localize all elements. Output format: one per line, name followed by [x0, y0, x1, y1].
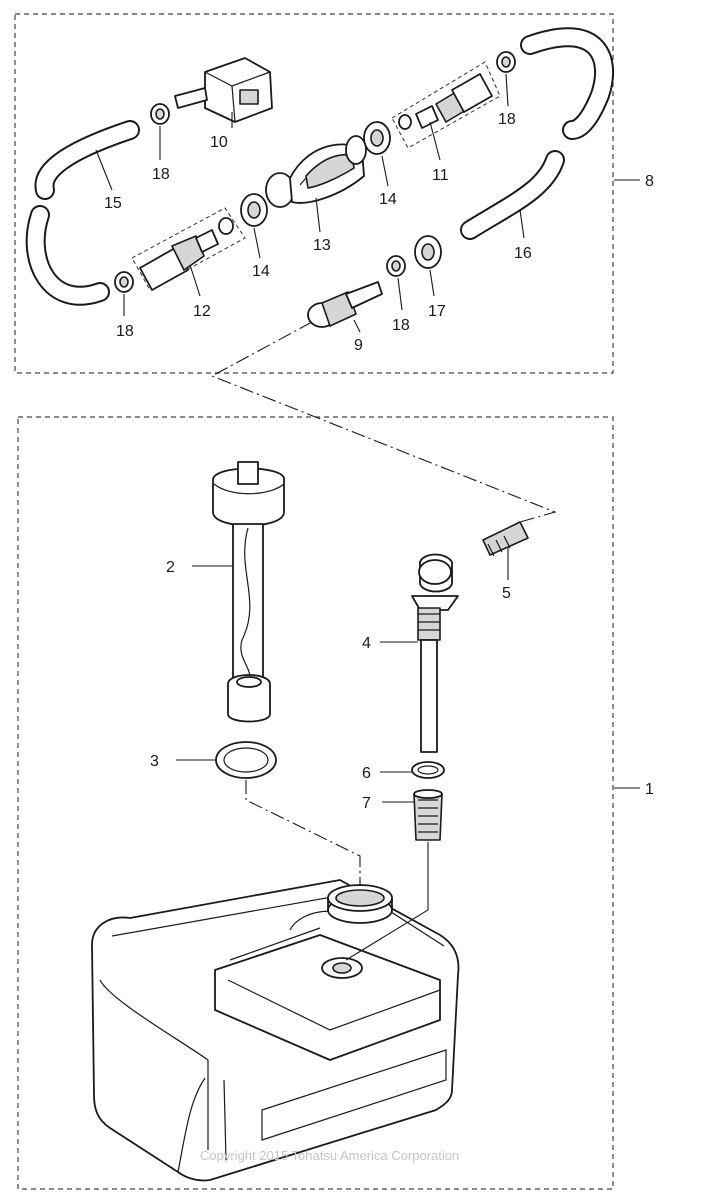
fuel-connector-10 [174, 57, 273, 123]
pickup-to-tank-line [345, 842, 429, 961]
callout-3: 3 [150, 753, 159, 770]
tank-filler-neck [327, 884, 393, 924]
leader-lines-top [95, 73, 640, 333]
gauge-to-tank-line [245, 780, 361, 886]
washer-14-left [240, 193, 268, 227]
fuel-gauge-2 [212, 461, 285, 723]
callout-10: 10 [210, 134, 228, 151]
callout-15: 15 [104, 195, 122, 212]
hose-clamp-18-a [150, 103, 170, 125]
hose-clamp-18-b [114, 271, 134, 293]
hose-fitting-9 [307, 281, 383, 328]
fuel-line-assembly-frame [14, 13, 614, 374]
callout-18b: 18 [116, 323, 134, 340]
fuel-filter-7 [413, 789, 443, 841]
callout-7: 7 [362, 795, 371, 812]
hose-fitting-17 [414, 235, 442, 269]
callout-14b: 14 [379, 191, 397, 208]
callout-6: 6 [362, 765, 371, 782]
fuel-tank [91, 879, 460, 1182]
copyright-notice: Copyright 2015 Tohatsu America Corporati… [200, 1148, 459, 1163]
callout-16: 16 [514, 245, 532, 262]
callout-11: 11 [432, 167, 449, 184]
gasket-3 [215, 741, 277, 779]
washer-14-right [363, 121, 391, 155]
callout-2: 2 [166, 559, 175, 576]
hose-clamp-18-d [386, 255, 406, 277]
pickup-tube-4 [411, 553, 459, 753]
check-valve-group-12 [131, 207, 246, 291]
hose-clamp-18-c [496, 51, 516, 73]
callout-9: 9 [354, 337, 363, 354]
callout-18c: 18 [498, 111, 516, 128]
callout-13: 13 [313, 237, 331, 254]
callout-1: 1 [645, 781, 654, 798]
check-valve-group-11 [391, 61, 501, 149]
callout-14a: 14 [252, 263, 270, 280]
callout-12: 12 [193, 303, 211, 320]
check-valve-11 [398, 73, 493, 130]
leader-lines-bottom [176, 548, 640, 803]
callout-5: 5 [502, 585, 511, 602]
callout-4: 4 [362, 635, 371, 652]
callout-18d: 18 [392, 317, 410, 334]
callout-18a: 18 [152, 166, 170, 183]
callout-17: 17 [428, 303, 446, 320]
primer-bulb-13 [265, 135, 367, 208]
o-ring-6 [411, 761, 445, 779]
assembly-link-line [210, 321, 557, 523]
elbow-fitting-5 [482, 521, 529, 557]
callout-8: 8 [645, 173, 654, 190]
check-valve-12 [139, 217, 234, 291]
